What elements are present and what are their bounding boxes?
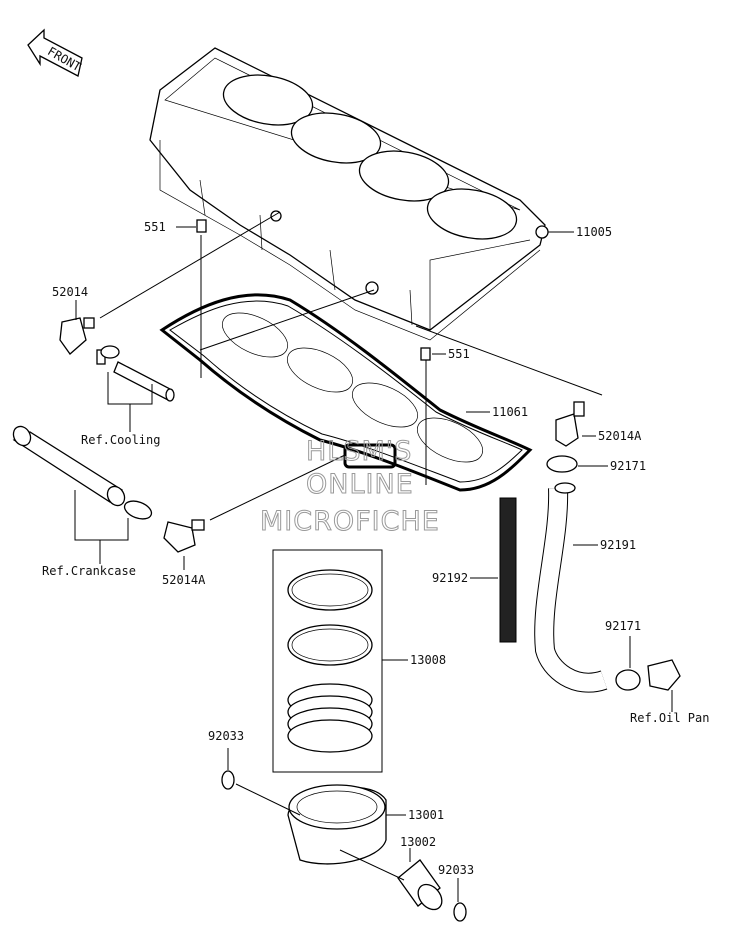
label-13008: 13008 bbox=[410, 653, 446, 667]
front-arrow-icon: FRONT bbox=[27, 28, 83, 77]
label-92033-top: 92033 bbox=[208, 729, 244, 743]
circlip-92033-bottom bbox=[453, 902, 467, 922]
watermark-line-1: HLSM'S bbox=[306, 436, 412, 467]
hose-92191 bbox=[535, 487, 607, 692]
label-11061: 11061 bbox=[492, 405, 528, 419]
cooling-hose bbox=[113, 361, 175, 402]
fitting-52014A-left bbox=[163, 519, 205, 553]
circlip-92033-top bbox=[221, 770, 235, 790]
label-52014: 52014 bbox=[52, 285, 88, 299]
piston-rings-13008 bbox=[287, 569, 373, 753]
label-ref-crankcase: Ref.Crankcase bbox=[42, 564, 136, 578]
cylinder-gasket bbox=[159, 293, 533, 492]
label-551-b: 551 bbox=[448, 347, 470, 361]
label-92171-top: 92171 bbox=[610, 459, 646, 473]
fitting-52014A-right bbox=[555, 401, 585, 447]
cylinder-block bbox=[149, 47, 549, 341]
part-labels: 551 11005 52014 551 11061 52014A Ref.Coo… bbox=[42, 220, 709, 877]
label-92192: 92192 bbox=[432, 571, 468, 585]
clamp-92171-top bbox=[546, 455, 578, 473]
dowel-pin-551-b bbox=[420, 347, 431, 361]
label-92191: 92191 bbox=[600, 538, 636, 552]
leader-lines bbox=[74, 211, 673, 902]
stud-92192 bbox=[499, 497, 517, 643]
dowel-pin-551-a bbox=[196, 219, 207, 233]
watermark: HLSM'S ONLINE MICROFICHE bbox=[260, 436, 440, 538]
label-551-a: 551 bbox=[144, 220, 166, 234]
label-92171-bottom: 92171 bbox=[605, 619, 641, 633]
oilpan-fitting bbox=[647, 659, 681, 691]
watermark-line-2: ONLINE bbox=[306, 469, 414, 500]
watermark-line-3: MICROFICHE bbox=[260, 506, 440, 537]
label-11005: 11005 bbox=[576, 225, 612, 239]
label-13001: 13001 bbox=[408, 808, 444, 822]
piston-pin-13002 bbox=[397, 859, 443, 911]
fitting-52014 bbox=[59, 317, 120, 365]
label-ref-oilpan: Ref.Oil Pan bbox=[630, 711, 709, 725]
crankcase-hose bbox=[12, 425, 126, 507]
crankcase-clamp bbox=[123, 500, 153, 520]
clamp-92171-bottom bbox=[615, 669, 641, 691]
label-13002: 13002 bbox=[400, 835, 436, 849]
label-52014A-left: 52014A bbox=[162, 573, 206, 587]
piston-13001 bbox=[287, 784, 387, 865]
piston-ring-set-box bbox=[272, 549, 383, 773]
label-ref-cooling: Ref.Cooling bbox=[81, 433, 160, 447]
label-92033-bottom: 92033 bbox=[438, 863, 474, 877]
label-52014A-right: 52014A bbox=[598, 429, 642, 443]
